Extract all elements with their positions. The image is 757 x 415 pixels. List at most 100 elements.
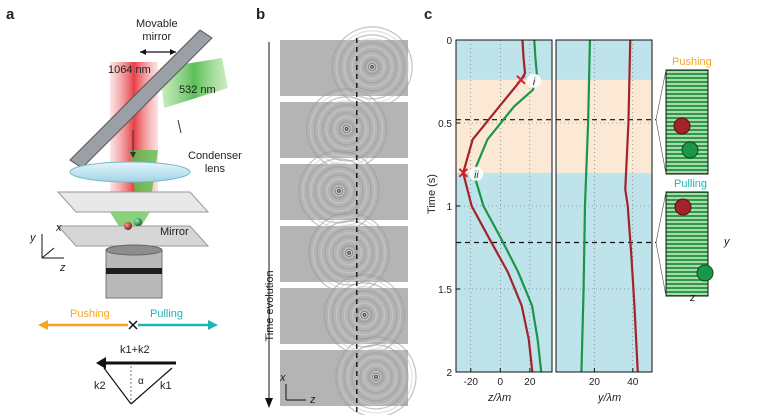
interference-ring bbox=[333, 116, 360, 142]
x-tick-label: 20 bbox=[524, 377, 536, 388]
green-particle bbox=[696, 264, 714, 282]
movable-mirror bbox=[69, 29, 213, 169]
inset-connector bbox=[655, 69, 667, 120]
interference-ring bbox=[355, 356, 397, 398]
axis-x-label-a: x bbox=[56, 222, 62, 234]
plot-frame bbox=[555, 39, 653, 373]
pushing-region bbox=[556, 79, 652, 173]
inset-connector bbox=[655, 119, 667, 175]
particle-image bbox=[338, 120, 355, 137]
pulling-label-c: Pulling bbox=[674, 178, 708, 190]
interference-ring bbox=[335, 336, 417, 415]
interference-ring bbox=[351, 46, 393, 88]
alpha-label: α bbox=[138, 376, 144, 387]
inset-frame bbox=[665, 191, 709, 297]
c-right-xlabel: y/λm bbox=[598, 392, 622, 404]
red-laser-label: 1064 nm bbox=[108, 64, 151, 76]
interference-ring bbox=[363, 364, 389, 390]
c-left-xlabel: z/λm bbox=[488, 392, 512, 404]
event-marker-bg bbox=[469, 166, 484, 181]
k1-label: k1 bbox=[160, 380, 172, 392]
event-marker bbox=[516, 75, 526, 85]
y-tick-label: 0 bbox=[446, 36, 452, 47]
green-particle-trace bbox=[580, 39, 592, 373]
k2-label: k2 bbox=[94, 380, 106, 392]
mirror-label: Mirror bbox=[160, 226, 189, 238]
interference-ring bbox=[326, 178, 352, 204]
condenser-lens bbox=[69, 161, 191, 183]
interference-ring bbox=[347, 42, 397, 92]
interference-ring bbox=[351, 352, 401, 402]
interference-ring bbox=[343, 344, 409, 410]
inset-frame bbox=[665, 69, 709, 175]
red-particle bbox=[674, 198, 692, 216]
interference-ring bbox=[351, 302, 378, 328]
interference-ring bbox=[317, 100, 376, 158]
inset-axis-z: z bbox=[690, 292, 696, 304]
event-marker-label: i bbox=[533, 77, 536, 88]
interference-ring bbox=[347, 298, 382, 332]
y-tick-label: 0.5 bbox=[438, 119, 452, 130]
interference-ring bbox=[359, 54, 385, 80]
interference-ring bbox=[313, 96, 380, 162]
interference-ring bbox=[324, 228, 374, 278]
particle-image bbox=[356, 306, 373, 323]
green-laser-label: 532 nm bbox=[179, 84, 216, 96]
interference-ring bbox=[343, 38, 401, 96]
x-tick-label: 0 bbox=[498, 377, 504, 388]
axis-z-label-a: z bbox=[60, 262, 66, 274]
interference-ring bbox=[322, 174, 356, 208]
x-tick-label: 40 bbox=[627, 377, 639, 388]
interference-ring bbox=[320, 224, 378, 282]
inset-axis-y: y bbox=[724, 236, 730, 248]
sample-mirror bbox=[56, 225, 210, 247]
pushing-label-a: Pushing bbox=[70, 308, 110, 320]
event-marker bbox=[458, 168, 469, 178]
axis-x-label-b: x bbox=[280, 372, 286, 384]
interference-ring bbox=[325, 108, 368, 150]
panel-a-letter: a bbox=[6, 6, 15, 23]
interference-ring bbox=[359, 360, 393, 394]
y-tick-label: 1.5 bbox=[438, 285, 452, 296]
time-evolution-label: Time evolution bbox=[264, 270, 276, 342]
interference-ring bbox=[332, 236, 366, 270]
interference-ring bbox=[329, 112, 364, 146]
interference-ring bbox=[321, 104, 372, 154]
interference-ring bbox=[318, 170, 360, 212]
x-tick-label: -20 bbox=[464, 377, 479, 388]
particle-image bbox=[368, 368, 384, 385]
y-tick-label: 1 bbox=[446, 202, 452, 213]
condenser-lens-label: Condenser lens bbox=[188, 150, 242, 175]
interference-ring bbox=[347, 348, 405, 406]
inset-connector bbox=[655, 191, 667, 243]
panel-c-letter: c bbox=[424, 6, 433, 23]
particle-image bbox=[330, 182, 347, 199]
red-particle-trace bbox=[624, 39, 639, 373]
c-ylabel: Time (s) bbox=[426, 174, 438, 214]
pulling-label-a: Pulling bbox=[150, 308, 184, 320]
interference-ring bbox=[316, 220, 382, 286]
pushing-label-c: Pushing bbox=[672, 56, 712, 68]
panel-b-frames bbox=[265, 26, 417, 415]
inset-connector bbox=[655, 242, 667, 297]
pushing-region bbox=[456, 79, 552, 173]
interference-ring bbox=[343, 294, 386, 336]
panel-b-letter: b bbox=[256, 6, 266, 23]
axis-z-label-b: z bbox=[310, 394, 316, 406]
x-tick-label: 20 bbox=[589, 377, 601, 388]
panel-a-schematic bbox=[38, 29, 228, 405]
axis-y-label-a: y bbox=[30, 232, 36, 244]
green-particle bbox=[681, 141, 699, 159]
event-marker-label: ii bbox=[474, 170, 479, 181]
interference-ring bbox=[328, 232, 370, 274]
red-particle bbox=[673, 117, 691, 135]
k-sum-label: k1+k2 bbox=[120, 344, 150, 356]
y-tick-label: 2 bbox=[446, 368, 452, 379]
interference-ring bbox=[339, 340, 413, 414]
particle-image bbox=[364, 58, 381, 75]
interference-ring bbox=[336, 240, 362, 266]
event-marker-bg bbox=[526, 73, 541, 88]
interference-ring bbox=[314, 166, 364, 216]
particle-image bbox=[341, 244, 358, 261]
